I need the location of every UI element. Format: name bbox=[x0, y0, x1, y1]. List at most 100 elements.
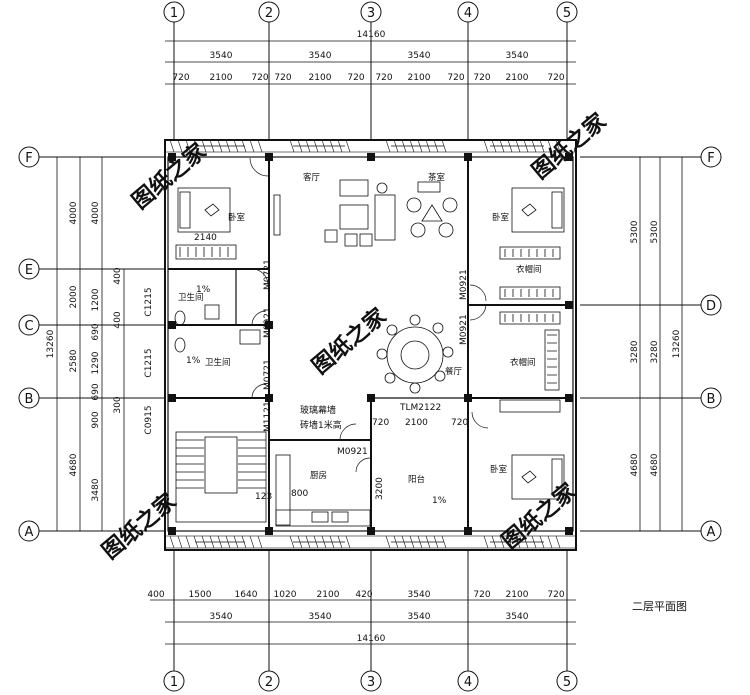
axis-label-3-bottom: 3 bbox=[367, 675, 375, 690]
dim-top-bay: 3540 bbox=[506, 51, 529, 61]
axis-label-D: D bbox=[706, 299, 716, 314]
tv-cabinet bbox=[273, 194, 281, 236]
dim-inner: 800 bbox=[291, 489, 308, 499]
dim-left-inner: 300 bbox=[113, 396, 123, 413]
door-code: M0721 bbox=[263, 359, 273, 390]
dim-inner: 720 bbox=[372, 418, 389, 428]
sofa-set bbox=[324, 179, 396, 247]
tea-table bbox=[406, 181, 458, 238]
axis-label-1-bottom: 1 bbox=[170, 675, 178, 690]
dim-right-outer: 5300 bbox=[630, 220, 640, 243]
slope-label: 1% bbox=[186, 356, 201, 366]
room-label-bedroom-se: 卧室 bbox=[490, 464, 508, 475]
dim-left-mid: 1290 bbox=[91, 351, 101, 374]
door-swings bbox=[249, 157, 489, 473]
axis-label-A: A bbox=[25, 525, 34, 540]
axis-bubbles-bottom bbox=[163, 550, 578, 692]
dim-top-window: 720 bbox=[172, 73, 189, 83]
dim-bottom-detail: 1640 bbox=[235, 590, 258, 600]
dim-top-bay: 3540 bbox=[408, 51, 431, 61]
dim-bottom-detail: 720 bbox=[473, 590, 490, 600]
walls bbox=[164, 139, 577, 551]
door-code: M0721 bbox=[263, 259, 273, 290]
dim-left-mid: 1200 bbox=[91, 288, 101, 311]
window-code: C1215 bbox=[144, 348, 154, 377]
axis-label-F: F bbox=[25, 151, 32, 166]
wardrobe-nw bbox=[175, 244, 237, 260]
dimension-lines-top bbox=[165, 40, 576, 85]
door-code: M0921 bbox=[337, 447, 368, 457]
dimension-lines-right bbox=[639, 157, 683, 531]
room-label-kitchen: 厨房 bbox=[310, 470, 327, 481]
dim-bottom-detail: 2100 bbox=[506, 590, 529, 600]
dim-left-outer: 4000 bbox=[69, 201, 79, 224]
windows bbox=[195, 145, 544, 543]
room-label-closet-2: 衣帽间 bbox=[510, 357, 536, 368]
axis-label-1: 1 bbox=[170, 6, 178, 21]
dim-bottom-bay: 3540 bbox=[309, 612, 332, 622]
bed-se bbox=[511, 454, 565, 500]
dim-bottom-detail: 720 bbox=[547, 590, 564, 600]
stair bbox=[175, 431, 267, 523]
dim-top-bay: 3540 bbox=[309, 51, 332, 61]
dim-bottom-bay: 3540 bbox=[210, 612, 233, 622]
bath-fixtures bbox=[174, 304, 261, 353]
dining-table bbox=[376, 314, 454, 394]
kitchen-counter bbox=[275, 454, 371, 527]
axis-label-2: 2 bbox=[265, 6, 273, 21]
dim-inner: 2140 bbox=[194, 233, 217, 243]
brick-wall-label: 砖墙1米高 bbox=[300, 419, 342, 431]
dim-inner: 720 bbox=[451, 418, 468, 428]
dim-bottom-detail: 1500 bbox=[189, 590, 212, 600]
dim-top-window: 720 bbox=[375, 73, 392, 83]
dimension-lines-bottom bbox=[150, 599, 576, 645]
door-code: M0921 bbox=[459, 314, 469, 345]
dim-left-inner: 400 bbox=[113, 267, 123, 284]
watermark: 图纸之家 bbox=[97, 487, 182, 564]
dim-top-window: 720 bbox=[447, 73, 464, 83]
door-code: M0921 bbox=[459, 269, 469, 300]
dim-top-window: 2100 bbox=[309, 73, 332, 83]
dim-right-mid: 3280 bbox=[650, 340, 660, 363]
bed-nw bbox=[177, 187, 231, 233]
dim-left-outer: 2000 bbox=[69, 285, 79, 308]
window-code: C0915 bbox=[144, 405, 154, 434]
dim-right-outer: 4680 bbox=[630, 453, 640, 476]
watermark-layer: 图纸之家 图纸之家 图纸之家 图纸之家 图纸之家 bbox=[97, 107, 612, 564]
dim-top-window: 2100 bbox=[506, 73, 529, 83]
dim-bottom-bay: 3540 bbox=[408, 612, 431, 622]
room-label-bedroom-ne: 卧室 bbox=[492, 212, 510, 223]
axis-label-5: 5 bbox=[563, 6, 571, 21]
dim-left-mid: 900 bbox=[91, 411, 101, 428]
dim-bottom-detail: 1020 bbox=[274, 590, 297, 600]
dim-top-window: 720 bbox=[251, 73, 268, 83]
bed-ne bbox=[511, 187, 565, 233]
dim-bottom-detail: 2100 bbox=[317, 590, 340, 600]
watermark: 图纸之家 bbox=[497, 477, 582, 554]
slope-label: 1% bbox=[432, 496, 447, 506]
glass-curtain-label: 玻璃幕墙 bbox=[300, 404, 336, 416]
dim-right-total: 13260 bbox=[672, 329, 682, 358]
axis-label-2-bottom: 2 bbox=[265, 675, 273, 690]
dim-bottom-bay: 3540 bbox=[506, 612, 529, 622]
room-label-bedroom-nw: 卧室 bbox=[228, 212, 246, 223]
axis-label-4-bottom: 4 bbox=[464, 675, 472, 690]
room-label-bath-2: 卫生间 bbox=[205, 357, 231, 368]
dim-inner: 123 bbox=[255, 492, 272, 502]
dim-right-mid: 5300 bbox=[650, 220, 660, 243]
dim-left-mid: 690 bbox=[91, 323, 101, 340]
structural-columns bbox=[168, 153, 573, 535]
dim-left-mid: 690 bbox=[91, 383, 101, 400]
watermark: 图纸之家 bbox=[127, 137, 212, 214]
dim-bottom-total: 14160 bbox=[357, 634, 386, 644]
dim-right-mid: 4680 bbox=[650, 453, 660, 476]
dim-inner: 2100 bbox=[405, 418, 428, 428]
dim-left-mid: 3480 bbox=[91, 478, 101, 501]
dim-top-window: 720 bbox=[547, 73, 564, 83]
axis-label-5-bottom: 5 bbox=[563, 675, 571, 690]
watermark: 图纸之家 bbox=[307, 302, 392, 379]
dim-left-outer: 2580 bbox=[69, 349, 79, 372]
slope-label: 1% bbox=[196, 285, 211, 295]
closet-shelves bbox=[499, 246, 561, 413]
